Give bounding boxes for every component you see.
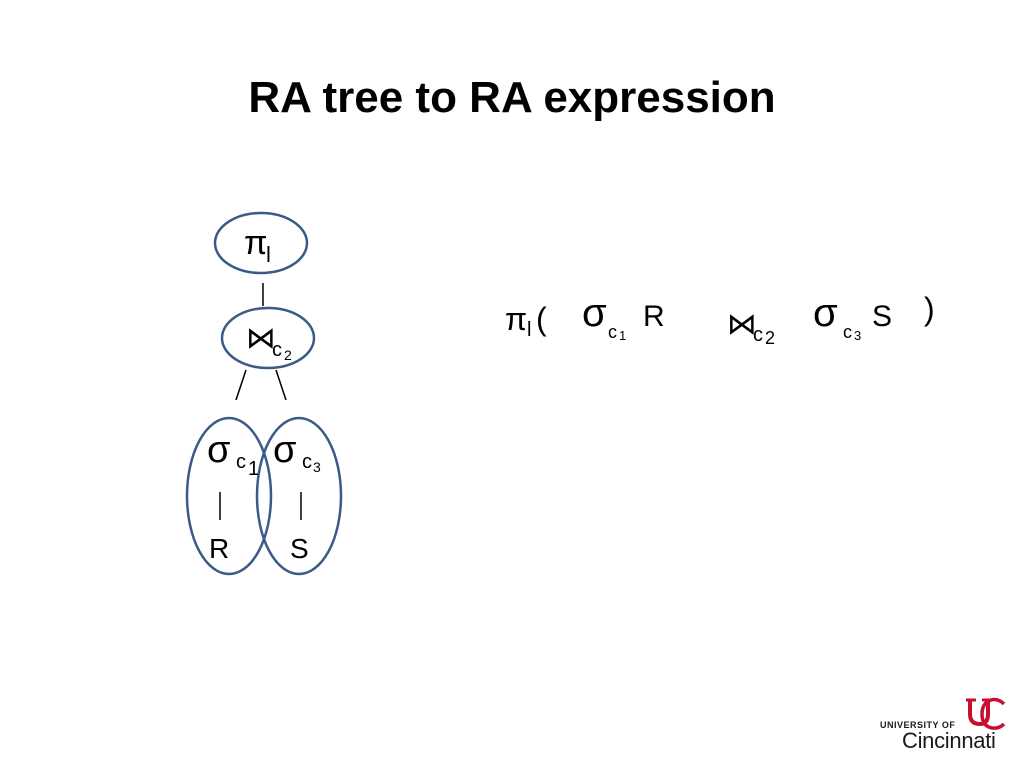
tree-join-symbol: ⋈ <box>246 322 276 355</box>
tree-join-subscript: c <box>272 339 282 361</box>
expr-close-paren: ) <box>924 291 935 327</box>
join-ellipse <box>220 306 316 370</box>
expr-sigma-1-subscript-index: 1 <box>619 328 626 343</box>
tree-left-subscript: c <box>236 451 246 473</box>
logo-line-university-of: UNIVERSITY OF <box>880 720 956 730</box>
tree-left-subscript-index: 1 <box>248 458 259 480</box>
right-selection-ellipse <box>255 416 343 576</box>
expr-relation-s: S <box>872 300 892 333</box>
expr-projection-symbol: π <box>505 301 527 337</box>
expr-sigma-2-subscript: c <box>843 322 852 342</box>
tree-root-subscript: l <box>266 242 271 267</box>
tree-right-subscript: c <box>302 451 312 473</box>
tree-leaf-s: S <box>290 533 309 564</box>
expr-open-paren: ( <box>536 301 547 337</box>
edge-join-right <box>275 369 287 401</box>
left-selection-ellipse <box>185 416 273 576</box>
tree-root-symbol: π <box>244 224 267 262</box>
expr-join-subscript-index: 2 <box>765 328 775 348</box>
university-logo: UNIVERSITY OF Cincinnati <box>880 694 1016 760</box>
logo-line-cincinnati: Cincinnati <box>902 728 996 753</box>
expr-join-subscript: c <box>753 324 763 346</box>
tree-left-sigma: σ <box>207 429 230 471</box>
expr-sigma-2-subscript-index: 3 <box>854 328 861 343</box>
expr-join-symbol: ⋈ <box>727 308 757 341</box>
expr-sigma-1: σ <box>582 291 607 335</box>
uc-monogram-icon <box>966 697 1006 730</box>
root-ellipse <box>213 211 309 275</box>
expr-sigma-1-subscript: c <box>608 322 617 342</box>
edge-join-left <box>235 369 247 401</box>
tree-right-sigma: σ <box>273 429 296 471</box>
expr-projection-subscript: l <box>527 319 531 341</box>
tree-right-subscript-index: 3 <box>313 459 321 475</box>
expr-relation-r: R <box>643 300 665 333</box>
tree-leaf-r: R <box>209 533 229 564</box>
tree-join-subscript-index: 2 <box>284 347 292 363</box>
expr-sigma-2: σ <box>813 291 838 335</box>
slide-title: RA tree to RA expression <box>248 73 776 122</box>
